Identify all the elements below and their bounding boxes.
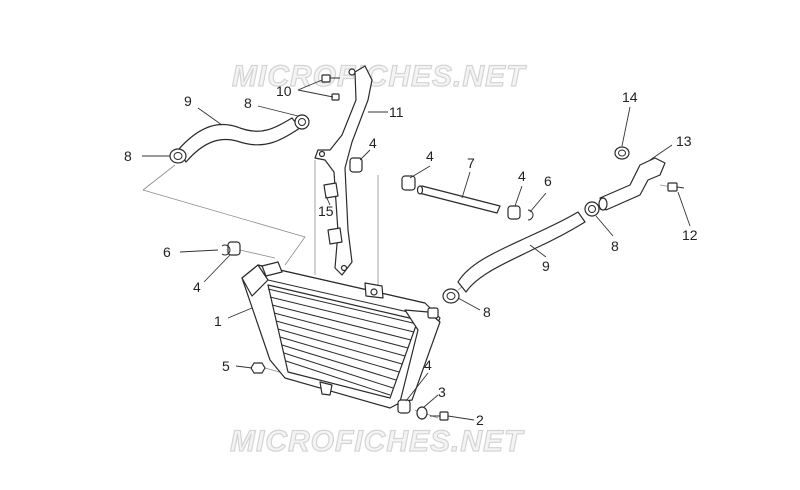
callout-8-lower: 8 bbox=[483, 304, 491, 320]
hose-clamp-8-lower bbox=[442, 288, 460, 304]
hose-clamp-8-left bbox=[169, 148, 187, 164]
callout-13: 13 bbox=[676, 133, 692, 149]
watermark-bottom: MICROFICHES.NET bbox=[230, 425, 525, 458]
pipe-fitting-13 bbox=[598, 157, 666, 211]
callout-5: 5 bbox=[222, 358, 230, 374]
callout-4-left: 4 bbox=[193, 279, 201, 295]
callout-14: 14 bbox=[622, 89, 638, 105]
callout-9-upper: 9 bbox=[184, 93, 192, 109]
callout-9-lower: 9 bbox=[542, 258, 550, 274]
bolt-2 bbox=[430, 411, 449, 421]
callout-4-bottom: 4 bbox=[424, 357, 432, 373]
rubber-bush-4-a bbox=[349, 157, 363, 173]
hose-clamp-8-upper bbox=[294, 114, 310, 130]
callout-labels: 10 11 9 8 8 4 15 4 7 4 6 14 13 12 8 9 6 … bbox=[124, 83, 698, 428]
hose-upper bbox=[177, 117, 301, 163]
leader-lines bbox=[142, 79, 691, 421]
callout-4-bracket: 4 bbox=[369, 135, 377, 151]
bolt-12 bbox=[667, 182, 685, 192]
rubber-bush-4-c bbox=[507, 205, 521, 220]
callout-8-left: 8 bbox=[124, 148, 132, 164]
oil-cooler-radiator bbox=[241, 261, 441, 409]
circlip-6-left bbox=[221, 244, 231, 256]
callout-4-right: 4 bbox=[518, 168, 526, 184]
callout-3: 3 bbox=[438, 384, 446, 400]
callout-6-right: 6 bbox=[544, 173, 552, 189]
o-ring-14 bbox=[614, 146, 630, 160]
rubber-bush-4-d bbox=[227, 241, 241, 256]
hose-lower bbox=[457, 211, 586, 293]
callout-6-left: 6 bbox=[163, 244, 171, 260]
rubber-bush-4-e bbox=[397, 399, 411, 414]
spacer-tube-7 bbox=[416, 185, 501, 214]
mounting-bracket bbox=[314, 65, 373, 276]
grommets-15 bbox=[323, 182, 343, 245]
callout-2: 2 bbox=[476, 412, 484, 428]
callout-10: 10 bbox=[276, 83, 292, 99]
screw-10 bbox=[321, 74, 340, 101]
callout-7: 7 bbox=[467, 155, 475, 171]
callout-4-tube: 4 bbox=[426, 148, 434, 164]
hose-clamp-8-right bbox=[584, 201, 600, 217]
circlip-6-right bbox=[527, 209, 534, 221]
watermark-top: MICROFICHES.NET bbox=[232, 60, 527, 93]
rubber-bush-4-b bbox=[401, 175, 416, 191]
callout-11: 11 bbox=[389, 104, 404, 120]
nut-5 bbox=[250, 362, 266, 374]
callout-8-right: 8 bbox=[611, 238, 619, 254]
washer-3 bbox=[416, 406, 428, 420]
callout-1: 1 bbox=[214, 313, 222, 329]
callout-8-upper: 8 bbox=[244, 95, 252, 111]
callout-12: 12 bbox=[682, 227, 698, 243]
callout-15: 15 bbox=[318, 203, 334, 219]
